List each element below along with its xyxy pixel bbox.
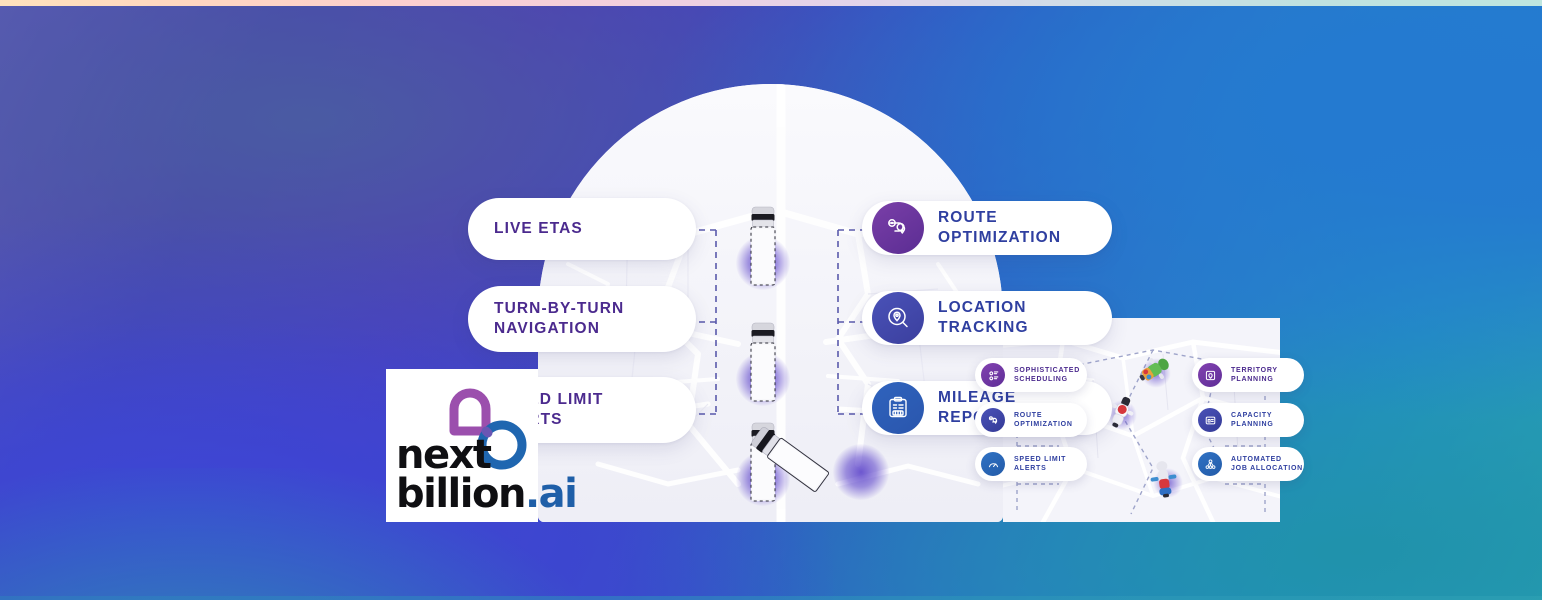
chip-automated-job-allocation-label: AUTOMATED JOB ALLOCATION <box>1231 455 1303 473</box>
nextbillion-logo-card: next billion.ai <box>386 369 578 522</box>
schedule-list-icon <box>981 363 1005 387</box>
chip-speed-limit-alerts-label: SPEED LIMIT ALERTS <box>1014 455 1067 473</box>
feature-pill-turn-by-turn-navigation-label: TURN-BY-TURN NAVIGATION <box>494 300 625 337</box>
nextbillion-infinity-mark <box>444 383 536 480</box>
scooter-blue <box>1146 458 1182 505</box>
top-accent-strip <box>0 0 1542 6</box>
chip-capacity-planning-label: CAPACITY PLANNING <box>1231 411 1274 429</box>
truck-1 <box>747 205 779 292</box>
chip-capacity-planning[interactable]: CAPACITY PLANNING <box>1192 403 1304 437</box>
logo-line-1: next <box>396 431 492 478</box>
feature-pill-location-tracking-label: LOCATION TRACKING <box>938 299 1029 336</box>
logo-wordmark: next billion.ai <box>396 435 578 517</box>
truck-2 <box>747 321 779 408</box>
logo-suffix: .ai <box>524 470 578 517</box>
speedometer-icon <box>981 452 1005 476</box>
logo-line-2: billion <box>396 470 526 517</box>
chip-automated-job-allocation[interactable]: AUTOMATED JOB ALLOCATION <box>1192 447 1304 481</box>
chip-sophisticated-scheduling[interactable]: SOPHISTICATED SCHEDULING <box>975 358 1087 392</box>
chip-speed-limit-alerts[interactable]: SPEED LIMIT ALERTS <box>975 447 1087 481</box>
chip-route-optimization-label: ROUTE OPTIMIZATION <box>1014 411 1073 429</box>
chip-territory-planning-label: TERRITORY PLANNING <box>1231 366 1278 384</box>
chip-sophisticated-scheduling-label: SOPHISTICATED SCHEDULING <box>1014 366 1081 384</box>
scooter-green <box>1128 348 1177 394</box>
chip-route-optimization[interactable]: ROUTE OPTIMIZATION <box>975 403 1087 437</box>
territory-map-icon <box>1198 363 1222 387</box>
truck-glow-4 <box>833 444 889 500</box>
feature-pill-live-etas[interactable]: LIVE ETAs <box>468 198 696 260</box>
feature-pill-turn-by-turn-navigation[interactable]: TURN-BY-TURN NAVIGATION <box>468 286 696 352</box>
feature-pill-live-etas-label: LIVE ETAs <box>494 220 583 237</box>
scooter-red <box>1098 390 1142 440</box>
job-allocation-nodes-icon <box>1198 452 1222 476</box>
route-optimization-icon <box>872 202 924 254</box>
truck-4 <box>746 421 838 500</box>
chip-territory-planning[interactable]: TERRITORY PLANNING <box>1192 358 1304 392</box>
feature-pill-route-optimization-label: ROUTE OPTIMIZATION <box>938 209 1062 246</box>
route-optimization-icon <box>981 408 1005 432</box>
feature-pill-location-tracking[interactable]: LOCATION TRACKING <box>862 291 1112 345</box>
clipboard-report-icon <box>872 382 924 434</box>
bottom-accent-strip <box>0 596 1542 600</box>
location-pin-search-icon <box>872 292 924 344</box>
feature-pill-route-optimization[interactable]: ROUTE OPTIMIZATION <box>862 201 1112 255</box>
capacity-box-icon <box>1198 408 1222 432</box>
